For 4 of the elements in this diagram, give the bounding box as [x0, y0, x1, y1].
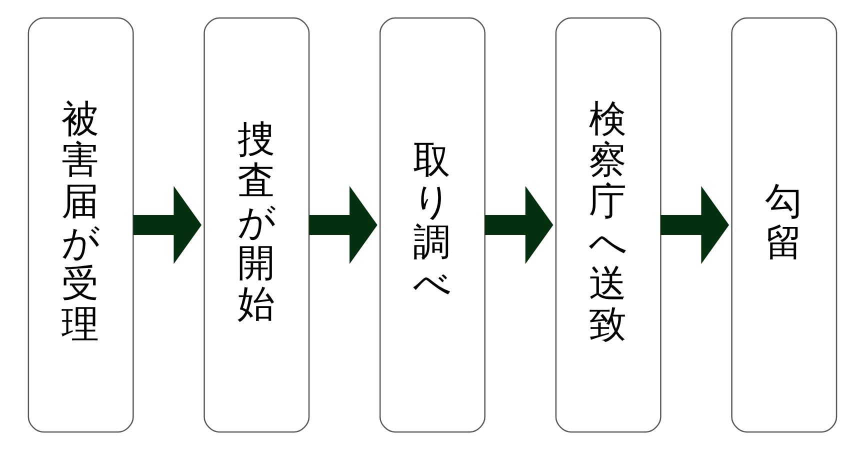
- arrow: [484, 186, 554, 264]
- arrow: [309, 186, 378, 264]
- arrow: [133, 186, 202, 264]
- arrow: [660, 186, 730, 264]
